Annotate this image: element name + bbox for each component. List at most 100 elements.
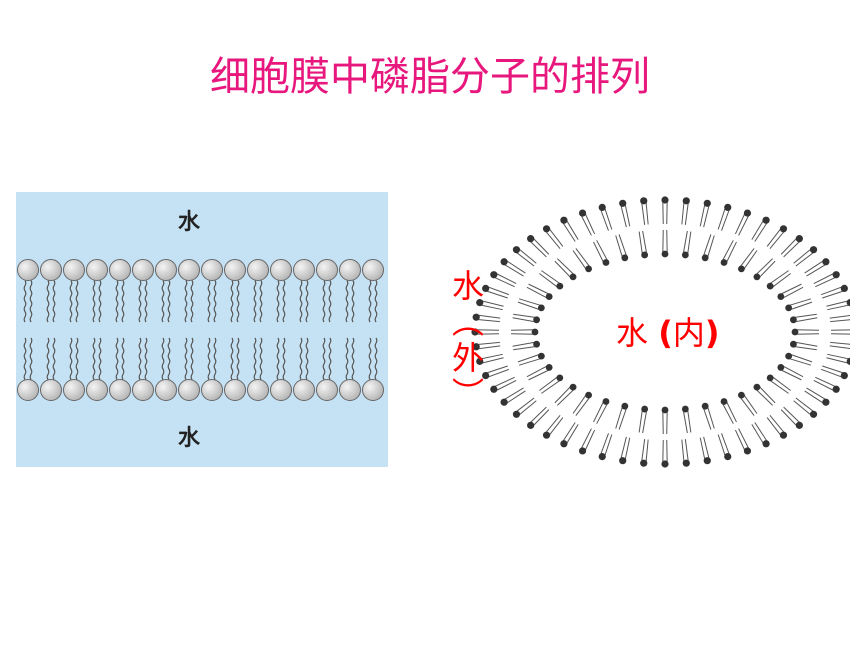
- lipid-tail: [236, 280, 240, 323]
- lipid-head: [109, 259, 131, 281]
- lipid-tail: [184, 280, 188, 323]
- lipid-head: [542, 225, 551, 233]
- lipid-tail: [804, 390, 825, 405]
- lipid-tail: [826, 357, 850, 365]
- lipid-tail: [517, 400, 537, 417]
- lipid-tail: [121, 280, 125, 323]
- lipid-tail: [259, 337, 263, 380]
- lipid-tail: [804, 259, 825, 274]
- lipid-tail: [554, 260, 572, 279]
- lipid-head: [753, 273, 761, 281]
- lipid-tail: [513, 345, 538, 351]
- lipid-tail: [190, 280, 194, 323]
- lipid-tail: [717, 206, 727, 230]
- lipid-tail: [792, 345, 817, 351]
- lipid-tail: [138, 280, 142, 323]
- lipid-tail: [561, 221, 576, 242]
- lipid-tail: [541, 379, 562, 394]
- lipid-head: [132, 259, 154, 281]
- lipid-tail: [494, 272, 517, 285]
- lipid-tail: [768, 379, 789, 394]
- inside-paren-open: (: [658, 314, 673, 352]
- lipid-head: [556, 374, 564, 382]
- lipid-tail: [806, 387, 828, 401]
- lipid-tail: [793, 247, 813, 264]
- lipid-tail: [282, 280, 286, 323]
- lipid-tail: [502, 263, 524, 277]
- lipid-tail: [492, 376, 515, 388]
- lipid-tail: [830, 319, 850, 323]
- lipid-head: [720, 259, 728, 266]
- lipid-tail: [642, 409, 648, 434]
- lipid-head: [178, 379, 200, 401]
- lipid-head: [545, 293, 553, 300]
- inside-water-char: 水: [616, 314, 649, 352]
- lipid-tail: [815, 276, 838, 288]
- lipid-tail: [328, 280, 332, 323]
- lipid-tail: [822, 365, 846, 374]
- inside-word: 内: [672, 314, 705, 352]
- lipid-head: [569, 383, 577, 391]
- lipid-tail: [539, 375, 559, 391]
- lipid-head: [362, 259, 384, 281]
- lipid-tail: [98, 280, 102, 323]
- lipid-tail: [144, 337, 148, 380]
- lipid-head: [640, 459, 648, 467]
- lipid-tail: [374, 337, 378, 380]
- lipid-head: [476, 299, 484, 307]
- lipid-tail: [781, 286, 804, 299]
- lipid-tail: [827, 353, 850, 360]
- lipid-tail: [486, 285, 510, 296]
- lipid-tail: [829, 345, 850, 350]
- lipid-head: [661, 460, 669, 468]
- lipid-head: [832, 271, 840, 279]
- lipid-head: [621, 402, 629, 410]
- lipid-head: [316, 379, 338, 401]
- lipid-head: [533, 340, 541, 348]
- lipid-tail: [618, 234, 628, 258]
- lipid-head: [598, 452, 606, 461]
- lipid-tail: [687, 231, 692, 256]
- lipid-tail: [787, 357, 812, 366]
- lipid-tail: [565, 424, 579, 446]
- lipid-tail: [703, 436, 710, 461]
- lipid-tail: [557, 388, 575, 406]
- lipid-head: [17, 259, 39, 281]
- lipid-head: [542, 431, 551, 439]
- lipid-head: [822, 258, 830, 266]
- lipid-head: [109, 379, 131, 401]
- lipid-tail: [603, 434, 613, 458]
- lipid-tail: [779, 283, 802, 296]
- lipid-tail: [725, 241, 737, 264]
- lipid-tail: [766, 417, 783, 437]
- lipid-tail: [826, 299, 850, 307]
- outside-paren-close: ︶: [451, 375, 484, 413]
- lipid-tail: [572, 393, 588, 414]
- lipid-head: [795, 421, 803, 429]
- lipid-head: [789, 340, 797, 348]
- lipid-head: [832, 385, 840, 393]
- lipid-head: [621, 254, 629, 262]
- lipid-head: [533, 316, 541, 324]
- lipid-tail: [259, 280, 263, 323]
- water-label-top: 水: [178, 210, 201, 235]
- lipid-tail: [547, 417, 564, 437]
- lipid-tail: [795, 251, 816, 267]
- lipid-tail: [779, 368, 802, 381]
- lipid-tail: [725, 400, 737, 423]
- lipid-head: [585, 265, 592, 273]
- lipid-tail: [687, 408, 692, 433]
- lipid-tail: [717, 434, 727, 458]
- lipid-tail: [29, 337, 33, 380]
- lipid-tail: [115, 337, 119, 380]
- lipid-tail: [755, 388, 773, 406]
- lipid-head: [500, 258, 508, 266]
- lipid-tail: [494, 379, 517, 392]
- lipid-tail: [230, 280, 234, 323]
- lipid-head: [795, 235, 803, 243]
- lipid-tail: [531, 409, 550, 428]
- lipid-head: [86, 259, 108, 281]
- lipid-head: [720, 398, 728, 405]
- lipid-tail: [541, 270, 562, 285]
- lipid-tail: [827, 304, 850, 311]
